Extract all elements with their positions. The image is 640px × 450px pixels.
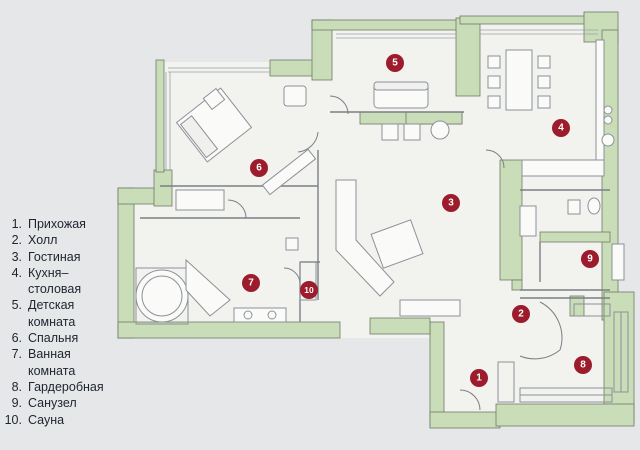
legend-number: 2. xyxy=(11,233,22,248)
kids-room-furniture xyxy=(373,81,450,141)
room-badge-label: 3 xyxy=(448,198,454,209)
legend-item-continuation: столовая xyxy=(28,282,82,297)
legend-item: 4. Кухня– xyxy=(0,265,104,281)
room-badges: 1 2 3 4 5 6 7 xyxy=(242,54,599,387)
legend-label: Спальня xyxy=(28,331,79,346)
room-badge-6: 6 xyxy=(250,159,268,177)
legend-item: 6. Спальня xyxy=(0,330,104,346)
legend-item-continuation: комната xyxy=(28,363,76,378)
room-badge-label: 6 xyxy=(256,163,262,174)
wardrobe xyxy=(261,148,317,196)
room-badge-4: 4 xyxy=(552,119,570,137)
room-badge-5: 5 xyxy=(386,54,404,72)
legend-item-continuation: комната xyxy=(28,314,76,329)
legend-label: Холл xyxy=(28,233,58,248)
room-badge-10: 10 xyxy=(300,281,318,299)
wardrobe-shelving xyxy=(497,303,629,403)
nightstand xyxy=(202,87,226,111)
room-badge-3: 3 xyxy=(442,194,460,212)
room-legend: 1. Прихожая 2. Холл 3. Гостиная 4. Кухня– ст… xyxy=(0,216,104,428)
room-badge-9: 9 xyxy=(581,250,599,268)
room-badge-1: 1 xyxy=(470,369,488,387)
legend-item: 8. Гардеробная xyxy=(0,379,104,395)
kitchen-furniture xyxy=(487,39,615,177)
dining-table xyxy=(505,49,533,111)
wc-fixtures xyxy=(567,197,625,281)
room-badge-label: 9 xyxy=(587,254,593,265)
legend-item: 1. Прихожая xyxy=(0,216,104,232)
exterior-walls xyxy=(117,11,635,429)
legend-label: Гардеробная xyxy=(28,379,104,394)
legend-number: 10. xyxy=(4,412,22,427)
legend-number: 6. xyxy=(11,331,22,346)
legend-number: 4. xyxy=(11,265,22,280)
room-badge-7: 7 xyxy=(242,274,260,292)
room-badge-8: 8 xyxy=(574,356,592,374)
bedroom-furniture xyxy=(175,85,317,211)
legend-item: 5. Детская xyxy=(0,297,104,313)
living-room-furniture xyxy=(335,179,537,317)
room-badge-label: 8 xyxy=(580,360,586,371)
legend-item: 2. Холл xyxy=(0,232,104,248)
legend-item: 7. Ванная xyxy=(0,346,104,362)
bathtub xyxy=(135,269,189,323)
bathroom-fixtures xyxy=(135,237,317,325)
corner-sofa xyxy=(335,179,395,297)
room-badge-label: 10 xyxy=(304,285,314,295)
legend-item: 9. Санузел xyxy=(0,395,104,411)
legend-item: 10. Сауна xyxy=(0,412,104,428)
room-badge-2: 2 xyxy=(512,305,530,323)
legend-label: Кухня– xyxy=(28,265,69,280)
floor-area xyxy=(120,20,632,424)
room-badge-label: 1 xyxy=(476,373,482,384)
legend-label: Детская xyxy=(28,298,75,313)
coffee-table xyxy=(370,219,424,269)
legend-label: Санузел xyxy=(28,396,77,411)
room-badge-label: 5 xyxy=(392,58,398,69)
legend-number: 9. xyxy=(11,396,22,411)
legend-label: Гостиная xyxy=(28,249,81,264)
legend-number: 7. xyxy=(11,347,22,362)
legend-number: 8. xyxy=(11,379,22,394)
room-badge-label: 4 xyxy=(558,123,564,134)
legend-label: Сауна xyxy=(28,412,65,427)
legend-number: 5. xyxy=(11,298,22,313)
legend-number: 1. xyxy=(11,217,22,231)
legend-item: 3. Гостиная xyxy=(0,249,104,265)
balcony-railing xyxy=(165,29,598,170)
armchair xyxy=(283,85,307,107)
legend-label: Ванная xyxy=(28,347,71,362)
door-swings xyxy=(227,95,563,411)
legend-number: 3. xyxy=(11,249,22,264)
room-badge-label: 7 xyxy=(248,278,254,289)
room-badge-label: 2 xyxy=(518,309,524,320)
legend-label: Прихожая xyxy=(28,217,86,231)
